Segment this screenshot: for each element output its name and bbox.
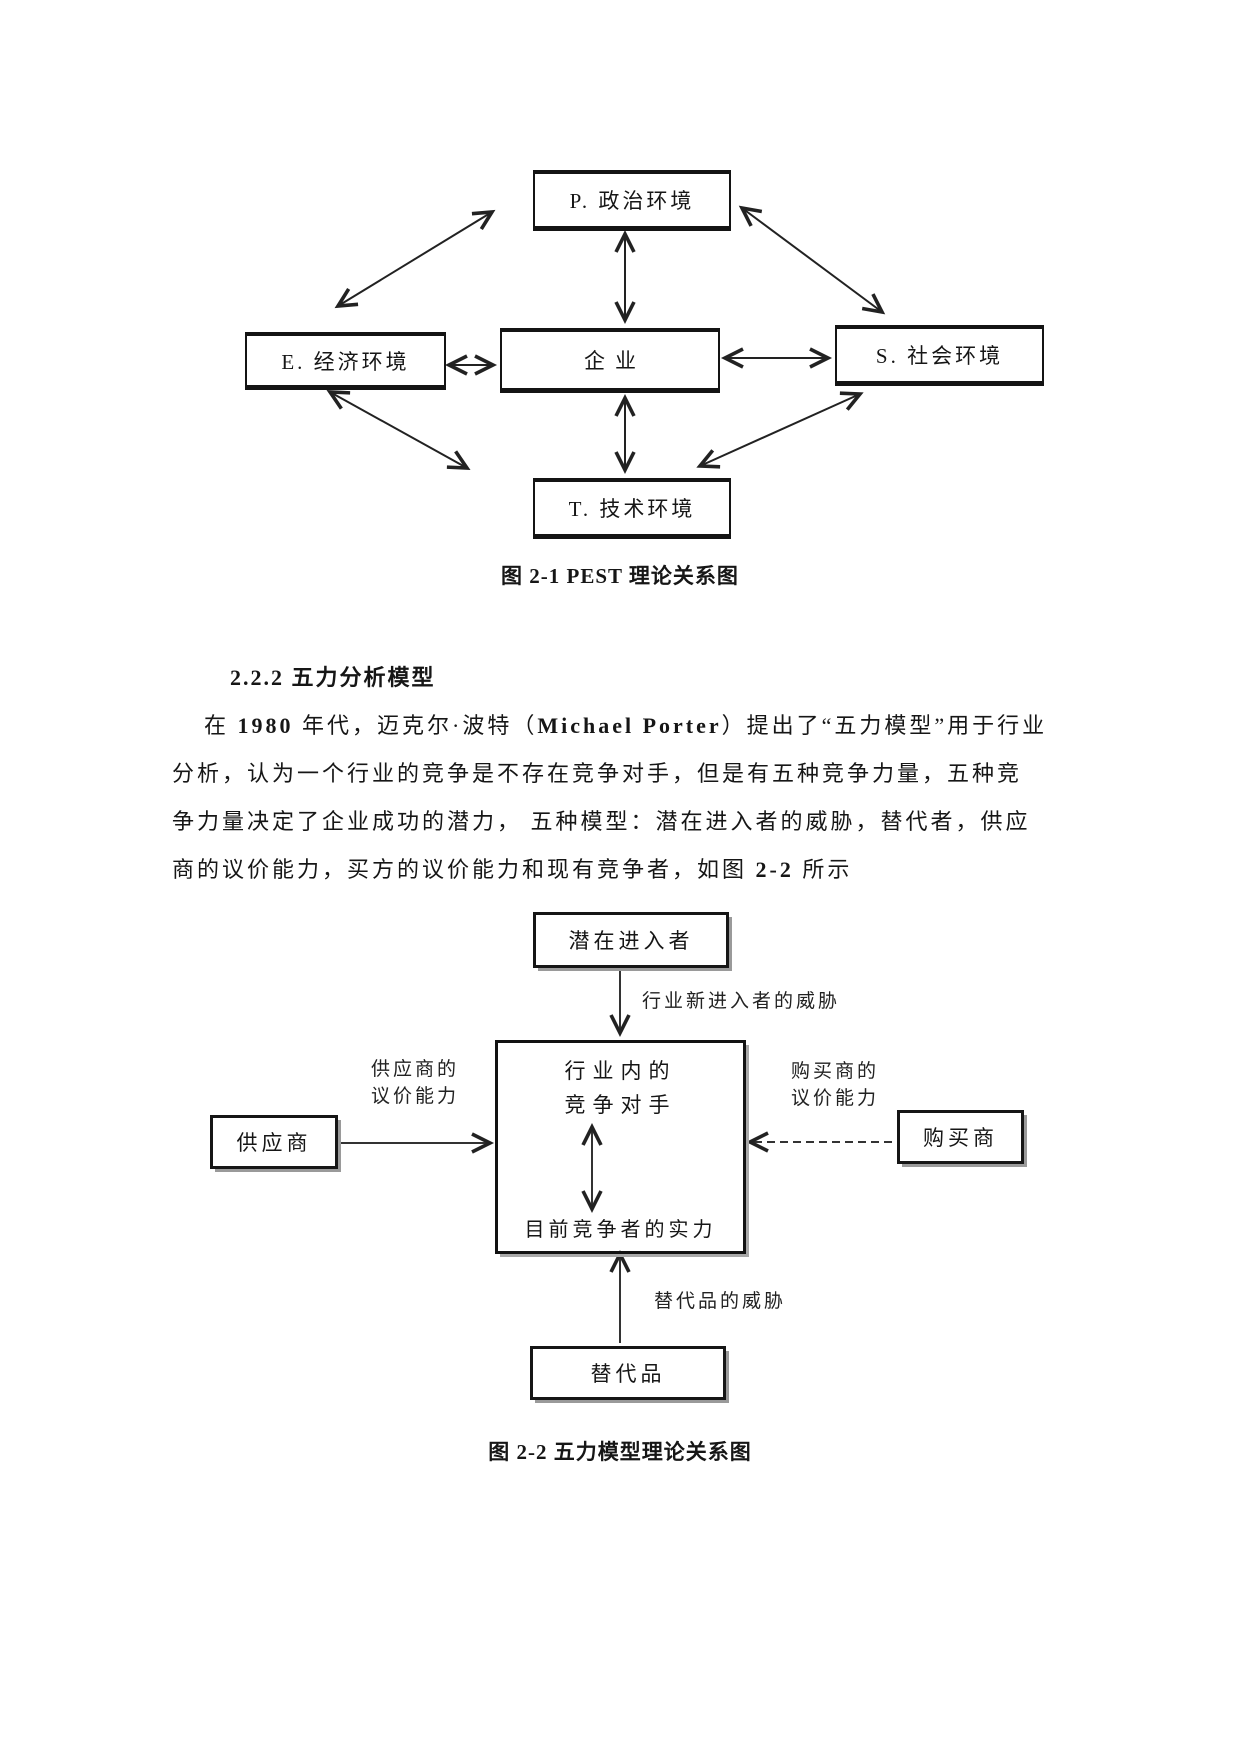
box-enterprise: 企业 — [500, 328, 720, 393]
box-buyers-label: 购买商 — [923, 1126, 998, 1150]
paragraph-line: 争力量决定了企业成功的潜力， 五种模型：潜在进入者的威胁，替代者，供应 — [172, 809, 1031, 834]
box-economic-label: E. 经济环境 — [281, 349, 410, 374]
box-political: P. 政治环境 — [533, 170, 731, 231]
box-substitutes-label: 替代品 — [590, 1362, 666, 1386]
box-industry-rivals: 行业内的 竞争对手 目前竞争者的实力 — [495, 1040, 746, 1254]
paragraph-line: 分析，认为一个行业的竞争是不存在竞争对手，但是有五种竞争力量，五种竞 — [172, 761, 1023, 786]
industry-rivals-line2: 竞争对手 — [564, 1093, 677, 1117]
box-social: S. 社会环境 — [835, 325, 1044, 386]
current-competitors-label: 目前竞争者的实力 — [524, 1219, 717, 1241]
box-political-label: P. 政治环境 — [569, 189, 695, 213]
figure2-caption: 图 2-2 五力模型理论关系图 — [488, 1440, 752, 1464]
label-new-entrants-threat: 行业新进入者的威胁 — [642, 991, 841, 1012]
figure-pest-diagram: P. 政治环境 E. 经济环境 企业 S. 社会环境 T. 技术环境 — [180, 160, 1080, 600]
rivals-internal-arrow — [581, 1122, 603, 1214]
five-forces-arrows — [337, 970, 892, 1343]
paragraph-line: 商的议价能力，买方的议价能力和现有竞争者，如图 2-2 所示 — [172, 857, 853, 882]
box-technological-label: T. 技术环境 — [568, 497, 696, 521]
box-enterprise-label: 企业 — [584, 349, 646, 373]
industry-rivals-line1: 行业内的 — [564, 1059, 677, 1083]
box-social-label: S. 社会环境 — [875, 344, 1004, 368]
paragraph-line: 在 1980 年代，迈克尔·波特（Michael Porter）提出了“五力模型… — [204, 713, 1048, 738]
arrow-economic-technological — [326, 390, 471, 470]
box-suppliers-label: 供应商 — [236, 1131, 312, 1155]
arrow-technological-social — [696, 391, 864, 469]
arrow-economic-political — [334, 209, 496, 309]
section-heading: 2.2.2 五力分析模型 — [230, 665, 436, 690]
box-buyers: 购买商 — [897, 1110, 1024, 1164]
pest-arrows — [326, 205, 886, 475]
box-potential-entrants: 潜在进入者 — [533, 912, 729, 968]
figure1-caption: 图 2-1 PEST 理论关系图 — [501, 564, 739, 588]
label-supplier-bargaining: 供应商的 议价能力 — [370, 1059, 459, 1107]
box-substitutes: 替代品 — [530, 1346, 726, 1400]
box-suppliers: 供应商 — [210, 1115, 338, 1169]
arrow-political-social — [738, 205, 886, 315]
label-substitutes-threat: 替代品的威胁 — [654, 1291, 787, 1312]
box-potential-entrants-label: 潜在进入者 — [568, 929, 694, 953]
figure-five-forces-diagram: 潜在进入者 供应商 购买商 替代品 行业内的 竞争对手 目前竞争者的实力 行业新… — [180, 900, 1080, 1420]
label-buyer-bargaining: 购买商的 议价能力 — [790, 1061, 879, 1109]
box-technological: T. 技术环境 — [533, 478, 731, 539]
box-economic: E. 经济环境 — [245, 332, 446, 390]
